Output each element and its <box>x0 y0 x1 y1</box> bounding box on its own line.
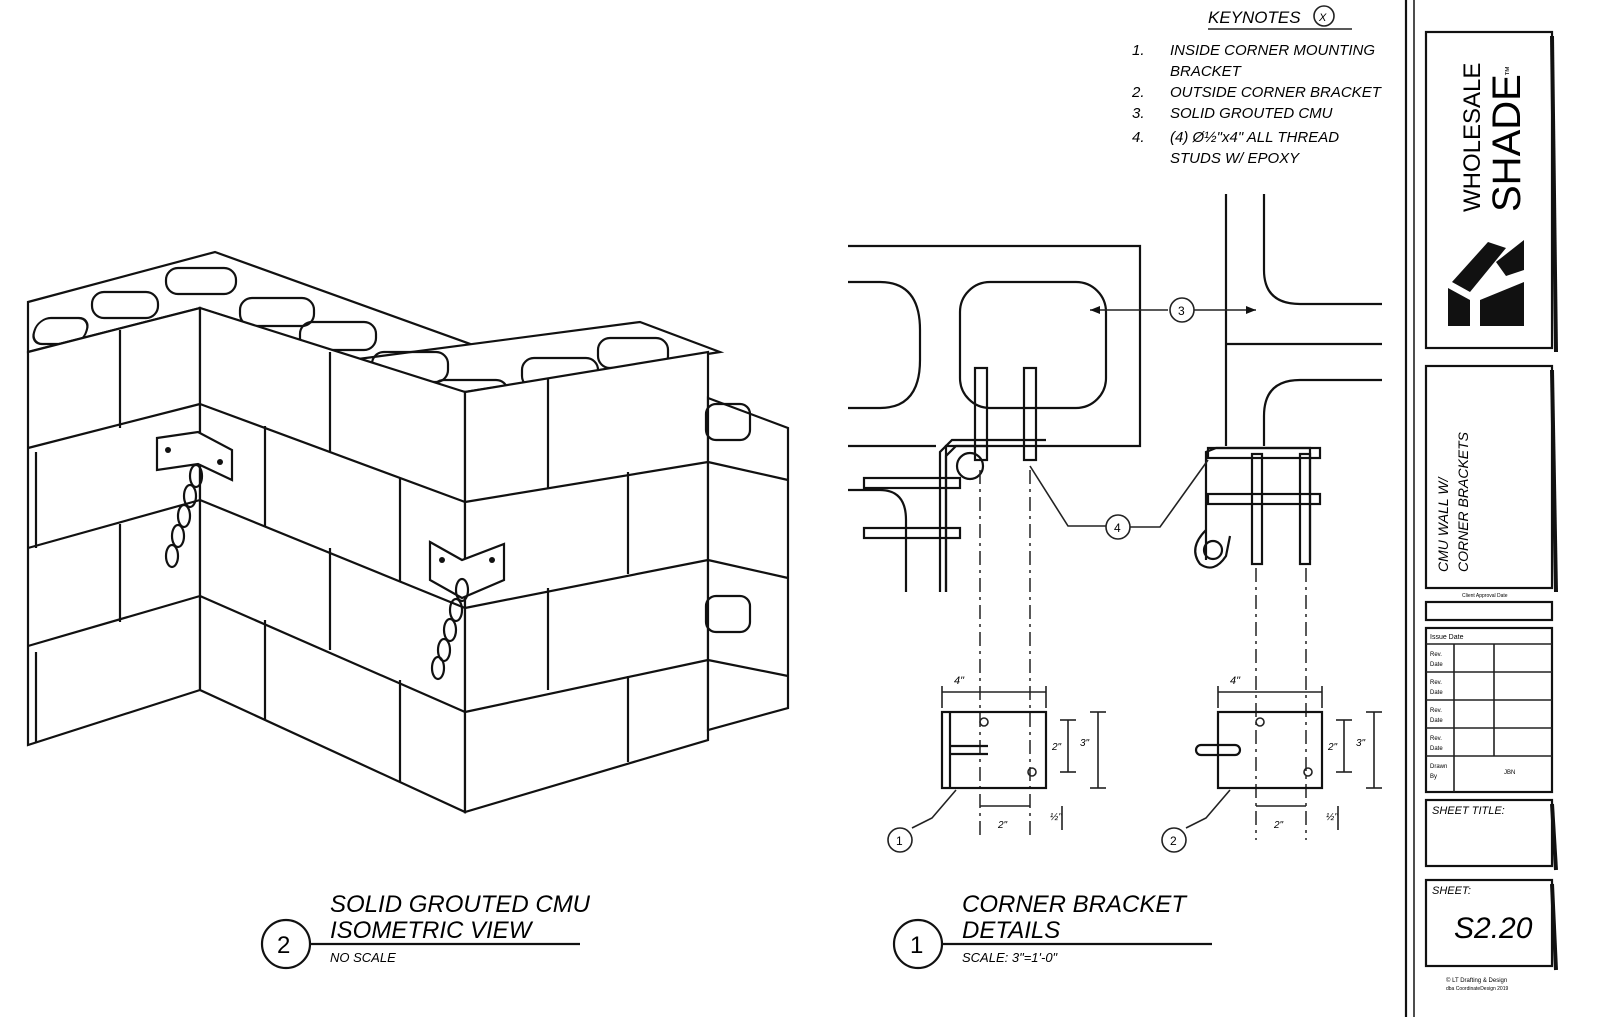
bracket-elevation-2: 4" 2" 3" 2" ½" 2 <box>1161 675 1382 853</box>
dim-half-left: ½" <box>1050 812 1062 823</box>
rev-3-label2: Date <box>1430 718 1443 724</box>
issue-date-label: Issue Date <box>1430 634 1464 641</box>
dim-3-left: 3" <box>1080 738 1090 749</box>
drawn-value: JBN <box>1504 770 1515 776</box>
project-line2: CORNER BRACKETS <box>1455 431 1471 572</box>
detail-iso-title-2: ISOMETRIC VIEW <box>330 917 534 944</box>
footer-line2: dba CoordinateDesign 2019 <box>1446 986 1508 992</box>
detail-iso-title-1: SOLID GROUTED CMU <box>330 891 591 918</box>
callout-2-label: 2 <box>1170 834 1177 848</box>
dim-half-right: ½" <box>1326 812 1338 823</box>
detail-bracket-title-2: DETAILS <box>962 917 1060 944</box>
isometric-cmu-wall <box>26 250 790 814</box>
rev-1-label1: Rev. <box>1430 652 1442 658</box>
rev-4-label1: Rev. <box>1430 736 1442 742</box>
corner-bracket-plan: 3 4 <box>848 194 1382 840</box>
drawn-label2: By <box>1430 774 1437 780</box>
keynotes-symbol: X <box>1318 12 1327 24</box>
callout-4-label: 4 <box>1114 521 1121 535</box>
rev-3-label1: Rev. <box>1430 708 1442 714</box>
mortar-lines <box>27 330 789 782</box>
detail-title-bracket: 1 CORNER BRACKET DETAILS SCALE: 3"=1'-0" <box>892 891 1212 970</box>
keynote-4-line1: (4) Ø½"x4" ALL THREAD <box>1170 129 1339 146</box>
bracket-elevation-1: 4" 2" 3" 2" ½" 1 <box>887 675 1106 853</box>
detail-iso-scale: NO SCALE <box>330 950 396 965</box>
rev-2-label1: Rev. <box>1430 680 1442 686</box>
dim-2-left: 2" <box>997 820 1008 831</box>
dim-2-right: 2" <box>1273 820 1284 831</box>
keynote-1-num: 1. <box>1132 42 1145 59</box>
rev-2-label2: Date <box>1430 690 1443 696</box>
inside-corner-bracket-iso <box>155 430 234 569</box>
dim-4-left: 4" <box>954 675 965 687</box>
dim-2-right-vert: 2" <box>1327 742 1338 753</box>
brand-line2: SHADE <box>1485 74 1529 212</box>
keynote-4-line2: STUDS W/ EPOXY <box>1170 150 1300 167</box>
brand-line1: WHOLESALE <box>1459 63 1486 212</box>
keynote-1-line1: INSIDE CORNER MOUNTING <box>1170 42 1375 59</box>
keynote-1-line2: BRACKET <box>1170 63 1243 80</box>
detail-title-iso: 2 SOLID GROUTED CMU ISOMETRIC VIEW NO SC… <box>260 891 591 970</box>
callout-1-label: 1 <box>896 834 903 848</box>
wholesale-shade-logo: WHOLESALE SHADE ™ <box>1448 63 1529 326</box>
dim-2-left-vert: 2" <box>1051 742 1062 753</box>
sheet-title-label: SHEET TITLE: <box>1432 805 1505 817</box>
callout-3-label: 3 <box>1178 304 1185 318</box>
rev-4-label2: Date <box>1430 746 1443 752</box>
dim-3-right: 3" <box>1356 738 1366 749</box>
drawn-label1: Drawn <box>1430 764 1447 770</box>
dim-4-right: 4" <box>1230 675 1241 687</box>
outside-corner-bracket-iso <box>428 540 506 681</box>
footer-line1: © LT Drafting & Design <box>1446 977 1507 984</box>
keynotes-title: KEYNOTES <box>1208 8 1301 27</box>
detail-bracket-title-1: CORNER BRACKET <box>962 891 1188 918</box>
keynote-3-num: 3. <box>1132 105 1145 122</box>
keynote-2-line1: OUTSIDE CORNER BRACKET <box>1170 84 1383 101</box>
rev-1-label2: Date <box>1430 662 1443 668</box>
keynote-4-num: 4. <box>1132 129 1145 146</box>
client-approval-label: Client Approval Date <box>1462 593 1508 599</box>
detail-bracket-number: 1 <box>910 932 923 959</box>
keynote-2-num: 2. <box>1131 84 1145 101</box>
brand-trademark: ™ <box>1504 66 1515 76</box>
title-block: WHOLESALE SHADE ™ CMU WALL W/ CORNER BRA… <box>1404 0 1558 1017</box>
sheet-label: SHEET: <box>1432 885 1471 897</box>
sheet-number: S2.20 <box>1454 912 1533 945</box>
project-line1: CMU WALL W/ <box>1435 476 1451 572</box>
detail-bracket-scale: SCALE: 3"=1'-0" <box>962 950 1059 965</box>
keynote-3-line1: SOLID GROUTED CMU <box>1170 105 1333 122</box>
detail-iso-number: 2 <box>277 932 290 959</box>
keynotes: KEYNOTES X 1. INSIDE CORNER MOUNTING BRA… <box>1131 5 1383 167</box>
